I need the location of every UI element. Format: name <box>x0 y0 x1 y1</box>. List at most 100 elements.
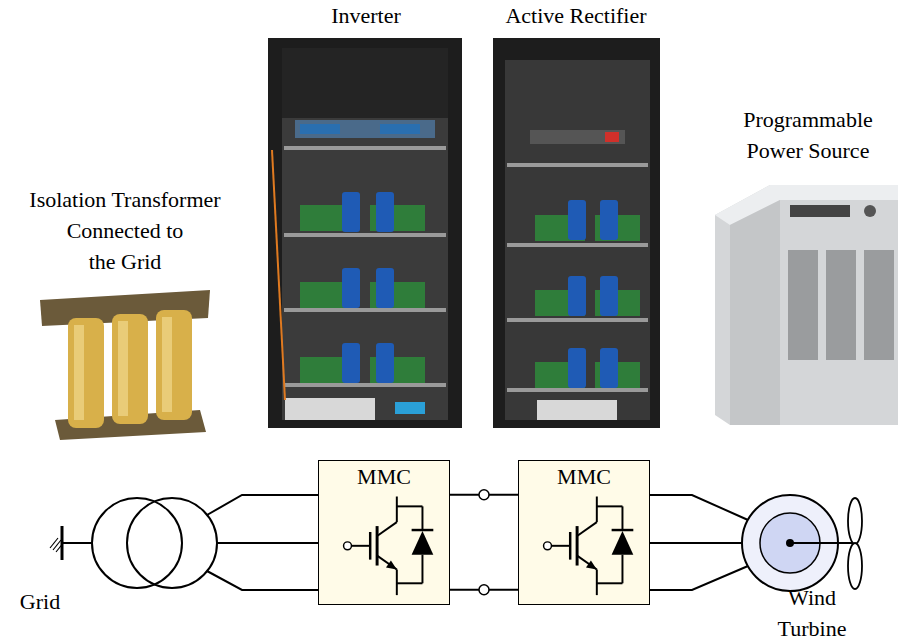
drawing-part <box>848 543 862 589</box>
photo-caption: Inverter <box>331 0 401 31</box>
gate-terminal <box>544 542 552 550</box>
drawing-part <box>848 498 862 544</box>
turbine-label: WindTurbine <box>778 582 847 641</box>
drawing-part <box>790 542 853 544</box>
label-line: Isolation Transformer <box>29 184 220 215</box>
drawing-part <box>507 318 648 322</box>
drawing-part <box>788 250 894 360</box>
drawing-part <box>864 205 876 217</box>
drawing-part <box>493 38 660 428</box>
label-line: Inverter <box>331 0 401 31</box>
drawing-part <box>284 308 446 312</box>
rectifier-cabinet-photo <box>493 38 660 428</box>
grid-bus <box>50 526 92 560</box>
drawing-part <box>300 205 425 383</box>
drawing-part <box>640 566 748 590</box>
drawing-part <box>118 321 128 416</box>
power-source-photo <box>715 185 898 425</box>
drawing-part <box>53 540 61 550</box>
dc-terminal <box>479 585 489 595</box>
drawing-part <box>537 400 617 420</box>
symbol-line <box>596 497 598 523</box>
dc-terminal <box>479 490 489 500</box>
drawing-part <box>395 402 425 414</box>
drawing-part <box>74 325 84 420</box>
drawing-part <box>156 310 192 420</box>
drawing-part <box>342 268 360 308</box>
drawing-part <box>376 192 394 232</box>
inverter-cabinet-photo <box>268 38 462 428</box>
symbol-line <box>569 532 571 560</box>
drawing-part <box>342 343 360 383</box>
drawing-part <box>600 276 618 316</box>
drawing-part <box>268 38 462 428</box>
drawing-part <box>568 200 618 388</box>
drawing-part <box>300 124 340 134</box>
drawing-part <box>62 542 92 544</box>
symbol-line <box>421 506 423 530</box>
drawing-part <box>380 124 420 134</box>
label-line: Grid <box>20 586 60 617</box>
symbol-line <box>376 526 379 565</box>
drawing-part <box>282 48 448 118</box>
label-line: Connected to <box>29 215 220 246</box>
drawing-part <box>530 130 625 144</box>
converter-name: MMC <box>319 461 449 490</box>
ac-wires-grid-side <box>207 495 318 590</box>
drawing-part <box>507 388 648 392</box>
label-line: Power Source <box>743 135 873 166</box>
symbol-line <box>612 529 634 531</box>
symbol-line <box>397 582 423 584</box>
label-line: Wind <box>778 582 847 613</box>
symbol-line <box>577 556 597 570</box>
symbol-line <box>377 556 397 570</box>
drawing-part <box>342 192 394 383</box>
drawing-part <box>640 495 748 520</box>
drawing-part <box>112 314 148 424</box>
symbol-line <box>397 505 423 507</box>
drawing-part <box>640 542 742 544</box>
drawing-part <box>507 163 648 167</box>
symbol-line <box>396 497 398 523</box>
drawing-part <box>284 233 446 237</box>
drawing-part <box>342 192 360 232</box>
photo-caption: ProgrammablePower Source <box>743 104 873 166</box>
label-line: Programmable <box>743 104 873 135</box>
drawing-part <box>605 132 619 142</box>
dc-link-line <box>450 585 518 595</box>
drawing-part <box>207 571 318 590</box>
diode-triangle <box>412 531 434 555</box>
symbol-line <box>377 522 397 536</box>
gate-terminal <box>344 542 352 550</box>
drawing-part <box>568 200 586 240</box>
label-line: Active Rectifier <box>505 0 646 31</box>
diode-triangle <box>612 531 634 555</box>
label-line: Turbine <box>778 613 847 641</box>
drawing-part <box>505 60 650 420</box>
drawing-part <box>568 276 586 316</box>
symbol-line <box>576 526 579 565</box>
converter-name: MMC <box>519 461 649 490</box>
drawing-part <box>826 250 856 360</box>
drawing-part <box>285 398 375 420</box>
label-line: the Grid <box>29 246 220 277</box>
drawing-part <box>507 243 648 247</box>
drawing-part <box>217 542 318 544</box>
drawing-part <box>295 120 435 138</box>
drawing-part <box>282 48 448 420</box>
photo-caption: Active Rectifier <box>505 0 646 31</box>
drawing-part <box>788 250 818 360</box>
symbol-line <box>597 505 623 507</box>
drawing-part <box>600 348 618 388</box>
drawing-part <box>568 348 586 388</box>
photo-caption: Isolation TransformerConnected tothe Gri… <box>29 184 220 277</box>
symbol-line <box>369 532 371 560</box>
symbol-line <box>412 529 434 531</box>
drawing-part <box>730 200 780 425</box>
drawing-part <box>92 498 182 588</box>
drawing-part <box>790 205 850 217</box>
drawing-part <box>272 150 285 400</box>
dc-link-line <box>450 490 518 500</box>
symbol-line <box>621 555 623 584</box>
